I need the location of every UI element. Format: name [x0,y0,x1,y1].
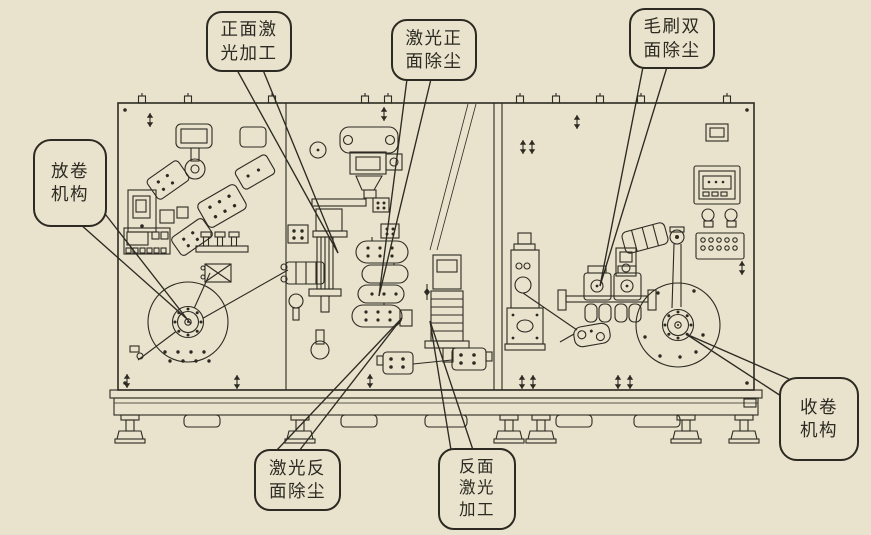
linkage-arm [573,322,611,348]
callout-line: 光加工 [220,42,278,63]
leader-front-laser [236,69,339,254]
button-keypad [695,232,745,260]
callout-line: 加工 [459,500,495,519]
callout-laser-front-dust: 激光正 面除尘 [391,19,477,81]
callout-line: 面除尘 [269,481,326,501]
callout-line: 机构 [800,420,838,440]
leader-laser-back-dust [275,317,403,452]
unwind-reel [129,269,289,363]
callout-front-laser: 正面激 光加工 [206,11,292,72]
valve-cluster [376,347,493,375]
unwind-motor [200,263,232,283]
right-display-panel [693,165,741,205]
callout-back-laser: 反面 激光 加工 [438,448,516,530]
left-control-panel [123,227,171,255]
machine-base [109,389,763,444]
callout-line: 机构 [51,184,89,204]
plate-stack-unit [424,254,470,363]
leveling-foot [284,414,316,444]
leveling-foot [670,414,702,444]
callout-laser-back-dust: 激光反 面除尘 [254,449,341,511]
leader-unwind [79,209,192,325]
machine-frame [117,92,755,391]
callout-line: 正面激 [220,19,278,40]
left-cabinet-components [123,123,325,285]
leader-rewind [685,333,790,397]
leader-back-laser [429,320,474,451]
control-knobs [701,208,738,228]
callout-line: 收卷 [800,396,838,417]
callout-line: 面除尘 [643,39,701,60]
callout-line: 激光 [459,479,495,498]
leveling-foot [114,414,146,444]
leveling-foot [493,414,525,444]
right-cabinet-components [504,123,745,351]
callout-unwind-mechanism: 放卷 机构 [33,139,107,227]
leader-lines [79,66,790,452]
callout-line: 毛刷双 [643,16,701,37]
leader-laser-front-dust [378,78,432,297]
angled-roller [621,222,669,254]
center-laser-modules [287,103,493,375]
callout-line: 面除尘 [405,51,463,71]
callout-line: 反面 [459,458,495,477]
callout-brush-dual-dust: 毛刷双 面除尘 [629,8,715,69]
tower-unit [504,232,546,351]
callout-rewind-mechanism: 收卷 机构 [779,377,859,461]
callout-line: 放卷 [51,160,89,181]
rewind-reel [635,282,721,368]
drive-motor [280,261,325,285]
callout-line: 激光正 [405,27,463,48]
leader-brush-dual-dust [599,66,668,287]
leveling-foot [525,414,557,444]
callout-line: 激光反 [269,457,326,478]
leveling-foot [728,414,760,444]
brush-dust-unit [557,265,657,323]
